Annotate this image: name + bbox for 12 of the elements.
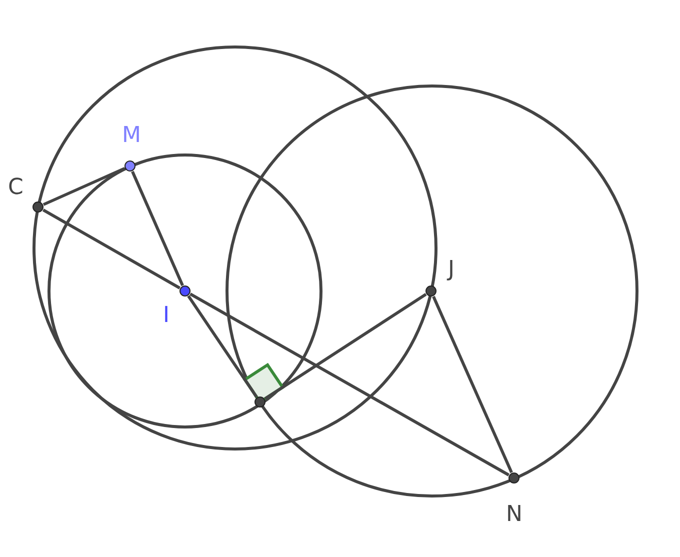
- line-segment: [42, 167, 126, 206]
- line-segment: [189, 292, 510, 476]
- line-segment: [42, 208, 181, 290]
- point-label: J: [448, 258, 454, 282]
- line-segment: [187, 295, 258, 398]
- line-segment: [131, 170, 184, 286]
- point-label: N: [506, 503, 522, 527]
- line-segment: [432, 296, 513, 474]
- line-segment: [264, 293, 427, 400]
- point-label: M: [122, 124, 141, 148]
- point-label: C: [8, 176, 24, 200]
- point-label: I: [163, 304, 170, 328]
